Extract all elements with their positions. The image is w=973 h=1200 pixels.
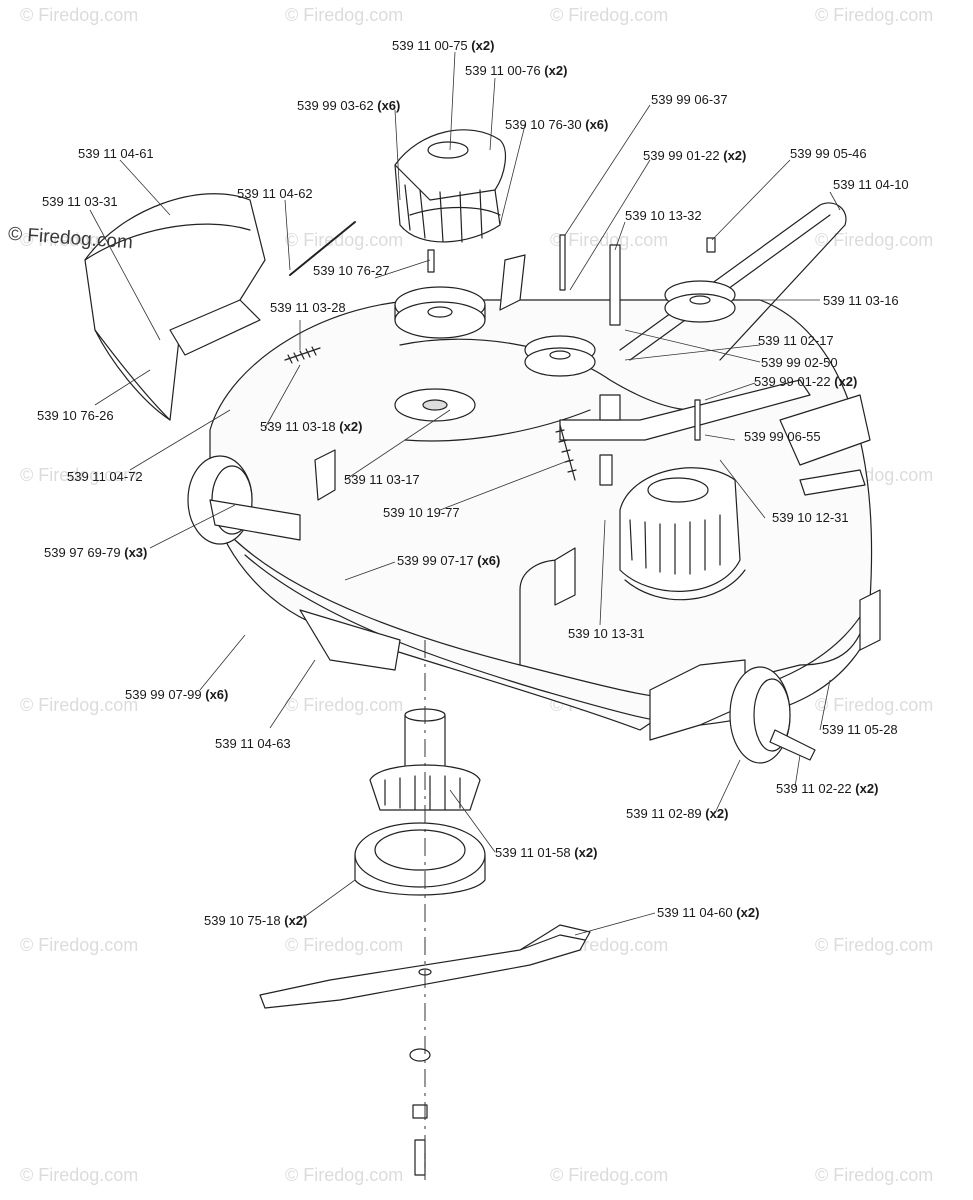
part-label: 539 11 03-31: [42, 194, 118, 209]
part-label: 539 11 00-75 (x2): [392, 38, 495, 53]
pulley-left-lower: [394, 388, 476, 422]
part-label: 539 11 00-76 (x2): [465, 63, 568, 78]
part-label: 539 11 04-61: [78, 146, 154, 161]
idler-pulley-right: [664, 280, 736, 323]
part-label: 539 11 01-58 (x2): [495, 845, 598, 860]
watermark-text: © Firedog.com: [815, 695, 934, 715]
watermark-text: © Firedog.com: [815, 1165, 934, 1185]
spring-right: [555, 424, 577, 481]
watermark-text: © Firedog.com: [20, 5, 139, 25]
wheel-left: [187, 455, 301, 545]
pulley-left-upper: [394, 286, 486, 339]
spindle-housing-right: [619, 467, 746, 601]
part-label: 539 10 13-31: [568, 626, 645, 641]
part-label: 539 99 03-62 (x6): [297, 98, 401, 113]
watermark-text: © Firedog.com: [815, 230, 934, 250]
watermark-text: © Firedog.com: [285, 935, 404, 955]
part-label: 539 11 04-62: [237, 186, 313, 201]
part-label: 539 10 75-18 (x2): [204, 913, 308, 928]
idler-pulley-mid: [524, 335, 596, 377]
part-label: 539 11 04-72: [67, 469, 143, 484]
blade: [259, 924, 591, 1009]
part-label: 539 11 03-16: [823, 293, 899, 308]
bolts: [427, 234, 716, 486]
part-label: 539 11 04-63: [215, 736, 291, 751]
watermark-text: © Firedog.com: [20, 695, 139, 715]
watermark-text: © Firedog.com: [285, 230, 404, 250]
part-label: 539 11 02-22 (x2): [776, 781, 879, 796]
part-label: 539 11 04-10: [833, 177, 909, 192]
part-label: 539 11 03-17: [344, 472, 420, 487]
part-label: 539 10 19-77: [383, 505, 460, 520]
part-label: 539 97 69-79 (x3): [44, 545, 148, 560]
spring-left: [284, 346, 321, 364]
bolt-bottom: [414, 1139, 426, 1176]
washer: [409, 1048, 431, 1062]
tie-rod: [289, 221, 356, 276]
part-label: 539 99 01-22 (x2): [643, 148, 747, 163]
watermark-text: © Firedog.com: [285, 695, 404, 715]
watermark-text: © Firedog.com: [285, 5, 404, 25]
part-label: 539 10 76-27: [313, 263, 390, 278]
watermark-text: © Firedog.com: [285, 1165, 404, 1185]
watermark-text: © Firedog.com: [815, 5, 934, 25]
leader-lines: [89, 51, 841, 936]
part-label: 539 99 06-37: [651, 92, 728, 107]
part-label: 539 11 04-60 (x2): [657, 905, 760, 920]
bearing-ring: [354, 822, 486, 896]
part-label: 539 10 76-26: [37, 408, 114, 423]
part-label: 539 11 05-28: [822, 722, 898, 737]
watermark-text: © Firedog.com: [550, 5, 669, 25]
part-label: 539 99 06-55: [744, 429, 821, 444]
spindle-assembly: [369, 708, 481, 811]
part-label: 539 10 13-32: [625, 208, 702, 223]
part-label: 539 99 07-99 (x6): [125, 687, 229, 702]
watermark-text: © Firedog.com: [20, 935, 139, 955]
nut: [412, 1104, 428, 1119]
part-label: 539 11 03-28: [270, 300, 346, 315]
spindle-cover-left: [394, 129, 507, 243]
wheel-right: [729, 666, 816, 764]
part-label: 539 11 03-18 (x2): [260, 419, 363, 434]
watermark-text: © Firedog.com: [20, 465, 139, 485]
part-label: 539 10 12-31: [772, 510, 849, 525]
part-label: 539 99 07-17 (x6): [397, 553, 501, 568]
part-label: 539 10 76-30 (x6): [505, 117, 609, 132]
watermark-text: © Firedog.com: [550, 1165, 669, 1185]
part-label: 539 11 02-17: [758, 333, 834, 348]
watermark-text: © Firedog.com: [20, 1165, 139, 1185]
watermark-text: © Firedog.com: [550, 230, 669, 250]
discharge-chute: [84, 193, 266, 421]
part-label: 539 99 01-22 (x2): [754, 374, 858, 389]
watermark-text: © Firedog.com: [815, 935, 934, 955]
part-label: 539 99 02-50: [761, 355, 838, 370]
part-label: 539 11 02-89 (x2): [626, 806, 729, 821]
part-label: 539 99 05-46: [790, 146, 867, 161]
